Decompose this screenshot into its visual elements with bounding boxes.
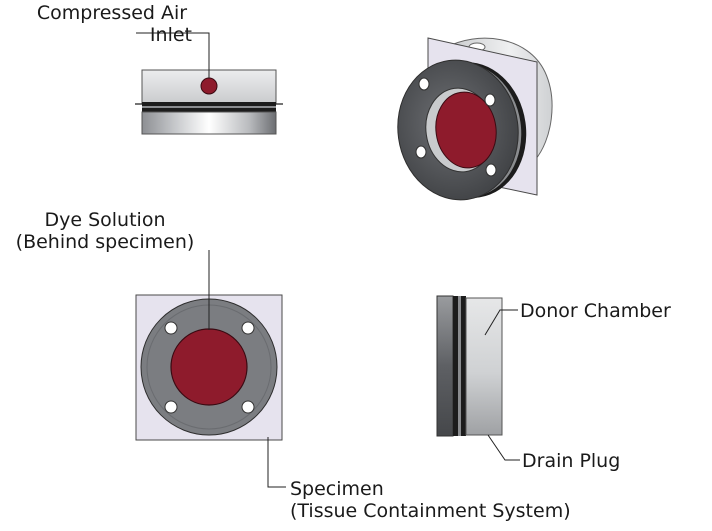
top-view-assembly xyxy=(135,32,283,135)
drain-plug-leader xyxy=(487,434,520,461)
specimen-label: Specimen (Tissue Containment System) xyxy=(290,478,610,522)
specimen-leader xyxy=(267,437,286,488)
compressed-air-leader xyxy=(136,32,210,78)
donor-chamber-label: Donor Chamber xyxy=(520,300,671,322)
air-inlet-port xyxy=(200,77,218,95)
compressed-air-label-line2: Inlet xyxy=(149,24,192,46)
isometric-view-assembly xyxy=(397,37,553,201)
dye-solution-label-line1: Dye Solution xyxy=(44,209,166,231)
iso-specimen-window xyxy=(435,91,497,169)
dye-solution-label: Dye Solution (Behind specimen) xyxy=(2,209,208,253)
compressed-air-label-line1: Compressed Air xyxy=(36,2,188,24)
donor-chamber-leader xyxy=(484,309,518,336)
drain-plug-label: Drain Plug xyxy=(522,450,621,472)
front-specimen-window xyxy=(170,328,248,406)
dye-solution-label-line2: (Behind specimen) xyxy=(15,231,195,253)
specimen-label-line2: (Tissue Containment System) xyxy=(290,500,571,522)
specimen-label-line1: Specimen xyxy=(290,478,384,500)
front-view-assembly xyxy=(135,250,286,488)
side-view-assembly xyxy=(436,295,520,461)
compressed-air-label: Compressed Air Inlet xyxy=(32,2,192,46)
